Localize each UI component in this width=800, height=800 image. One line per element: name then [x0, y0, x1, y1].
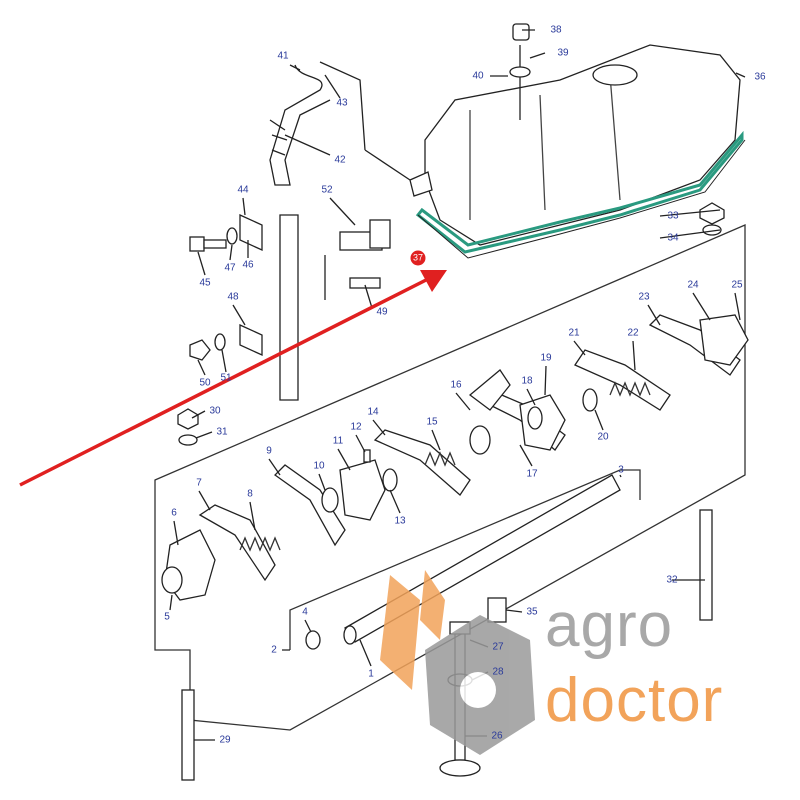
part-label-28: 28	[492, 666, 504, 678]
part-label-43: 43	[336, 97, 348, 109]
vertical-tube	[279, 214, 299, 401]
part-label-35: 35	[526, 606, 538, 618]
assembly-panel	[154, 224, 746, 731]
highlight-arrow	[19, 276, 431, 487]
part-label-5: 5	[164, 611, 170, 623]
part-label-15: 15	[426, 416, 438, 428]
part-label-6: 6	[171, 507, 177, 519]
part-label-7: 7	[196, 477, 202, 489]
part-label-23: 23	[638, 291, 650, 303]
part-label-48: 48	[227, 291, 239, 303]
part-label-29: 29	[219, 734, 231, 746]
springs	[239, 381, 651, 552]
part-label-10: 10	[313, 460, 325, 472]
part-label-27: 27	[492, 641, 504, 653]
breather-hose	[269, 64, 331, 186]
part-label-32: 32	[666, 574, 678, 586]
shaft-bracket	[289, 469, 641, 650]
pedestals	[161, 314, 749, 601]
part-label-3: 3	[618, 464, 624, 476]
part-label-13: 13	[394, 515, 406, 527]
part-label-20: 20	[597, 431, 609, 443]
part-label-36: 36	[754, 71, 766, 83]
part-label-38: 38	[550, 24, 562, 36]
part-label-9: 9	[266, 445, 272, 457]
part-label-52: 52	[321, 184, 333, 196]
part-label-25: 25	[731, 279, 743, 291]
part-label-30: 30	[209, 405, 221, 417]
part-label-12: 12	[350, 421, 362, 433]
part-label-24: 24	[687, 279, 699, 291]
part-label-45: 45	[199, 277, 211, 289]
part-label-21: 21	[568, 327, 580, 339]
part-label-51: 51	[220, 372, 232, 384]
part-label-1: 1	[368, 668, 374, 680]
part-label-14: 14	[367, 406, 379, 418]
part-label-39: 39	[557, 47, 569, 59]
part-label-17: 17	[526, 468, 538, 480]
part-label-46: 46	[242, 259, 254, 271]
watermark-logo	[380, 570, 535, 755]
part-label-8: 8	[247, 488, 253, 500]
part-label-47: 47	[224, 262, 236, 274]
stud-29	[181, 689, 195, 781]
gasket	[415, 130, 744, 254]
part-label-4: 4	[302, 606, 308, 618]
part-label-31: 31	[216, 426, 228, 438]
part-label-16: 16	[450, 379, 462, 391]
part-label-40: 40	[472, 70, 484, 82]
part-label-37: 37	[410, 250, 426, 266]
valve-cover	[424, 44, 741, 246]
part-label-50: 50	[199, 377, 211, 389]
part-label-41: 41	[277, 50, 289, 62]
part-label-44: 44	[237, 184, 249, 196]
stud-32	[699, 509, 713, 621]
part-label-19: 19	[540, 352, 552, 364]
watermark-word-agro: agro	[545, 591, 674, 660]
part-label-18: 18	[521, 375, 533, 387]
part-label-11: 11	[332, 435, 344, 447]
part-label-42: 42	[334, 154, 346, 166]
part-label-22: 22	[627, 327, 639, 339]
part-label-33: 33	[667, 210, 679, 222]
part-label-49: 49	[376, 306, 388, 318]
part-label-26: 26	[491, 730, 503, 742]
part-label-34: 34	[667, 232, 679, 244]
part-label-2: 2	[271, 644, 277, 656]
watermark-word-doctor: doctor	[545, 666, 724, 735]
